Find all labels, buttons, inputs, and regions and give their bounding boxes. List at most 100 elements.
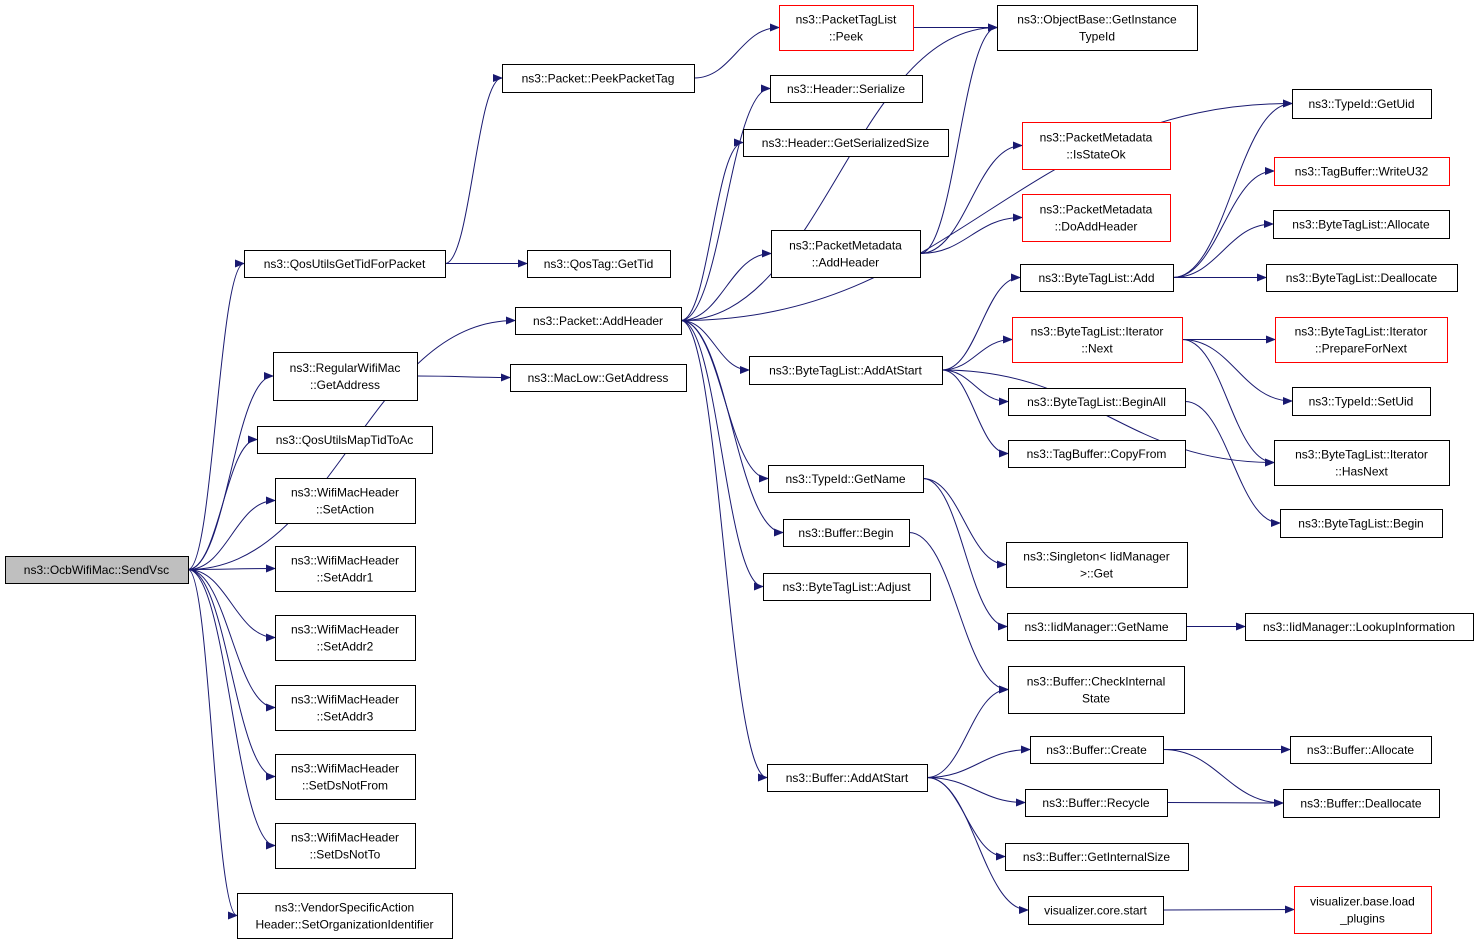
node-box: [237, 893, 453, 939]
node-bufferBegin[interactable]: ns3::Buffer::Begin: [783, 519, 910, 547]
node-label: ::DoAddHeader: [1055, 220, 1138, 234]
nodes-layer: ns3::OcbWifiMac::SendVsc ns3::QosUtilsGet…: [5, 5, 1474, 939]
node-bufRecycle[interactable]: ns3::Buffer::Recycle: [1025, 789, 1168, 817]
node-box: [1280, 509, 1443, 538]
node-label: ns3::ByteTagList::AddAtStart: [769, 364, 922, 378]
node-box: [1022, 194, 1171, 242]
node-setAddr2[interactable]: ns3::WifiMacHeader::SetAddr2: [275, 615, 416, 661]
node-label: ns3::PacketTagList: [796, 13, 897, 27]
node-regGetAddr[interactable]: ns3::RegularWifiMac::GetAddress: [273, 352, 418, 401]
node-bufCreate[interactable]: ns3::Buffer::Create: [1030, 736, 1164, 764]
node-box: [244, 250, 446, 278]
edge-root-to-setAction: [187, 496, 276, 570]
node-setDsNotTo[interactable]: ns3::WifiMacHeader::SetDsNotTo: [275, 823, 416, 869]
node-iidGetName[interactable]: ns3::IidManager::GetName: [1007, 613, 1187, 641]
node-btlIterHasNext[interactable]: ns3::ByteTagList::Iterator::HasNext: [1274, 440, 1450, 486]
node-box: [1294, 886, 1432, 934]
node-macLowGetAddr[interactable]: ns3::MacLow::GetAddress: [510, 364, 687, 392]
node-box: [1005, 843, 1189, 871]
edge-btlAdd-to-btlAllocate: [1172, 220, 1274, 278]
node-btlIterPrepare[interactable]: ns3::ByteTagList::Iterator::PrepareForNe…: [1275, 317, 1448, 363]
node-pmIsStateOk[interactable]: ns3::PacketMetadata::IsStateOk: [1022, 122, 1171, 170]
edge-pmAddHeader-to-objGetInstance: [919, 23, 998, 254]
edge-bufRecycle-to-bufDeallocate: [1166, 798, 1284, 807]
node-setAddr1[interactable]: ns3::WifiMacHeader::SetAddr1: [275, 546, 416, 592]
node-typeIdGetUid[interactable]: ns3::TypeId::GetUid: [1292, 89, 1432, 119]
node-label: ns3::TagBuffer::CopyFrom: [1027, 447, 1167, 461]
edge-btlIterNext-to-btlIterHasNext: [1181, 339, 1275, 467]
edge-pmAddHeader-to-pmIsStateOk: [919, 141, 1023, 254]
edge-typeIdGetName-to-iidGetName: [922, 478, 1008, 631]
node-qosTid[interactable]: ns3::QosUtilsGetTidForPacket: [244, 250, 446, 278]
node-box: [275, 478, 416, 524]
node-btlAdjust[interactable]: ns3::ByteTagList::Adjust: [763, 573, 931, 601]
node-label: ns3::VendorSpecificAction: [275, 901, 414, 915]
node-box: [1275, 317, 1448, 363]
node-btlAdd[interactable]: ns3::ByteTagList::Add: [1020, 264, 1174, 292]
node-pktTagListPeek[interactable]: ns3::PacketTagList::Peek: [779, 5, 914, 51]
node-singletonGet[interactable]: ns3::Singleton< IidManager>::Get: [1006, 542, 1188, 588]
node-box: [1274, 440, 1450, 486]
node-hdrGetSize[interactable]: ns3::Header::GetSerializedSize: [743, 129, 949, 157]
node-bufAddAtStart[interactable]: ns3::Buffer::AddAtStart: [767, 764, 928, 792]
node-box: [527, 250, 671, 278]
edge-btlAddAtStart-to-tagBufCopyFrom: [941, 369, 1009, 458]
node-visStart[interactable]: visualizer.core.start: [1028, 896, 1164, 925]
node-label: ns3::Singleton< IidManager: [1023, 550, 1169, 564]
node-label: ns3::Buffer::GetInternalSize: [1023, 850, 1171, 864]
edge-bufAddAtStart-to-bufCheckInternal: [926, 685, 1009, 778]
node-label: ns3::ObjectBase::GetInstance: [1017, 13, 1177, 27]
node-iidLookup[interactable]: ns3::IidManager::LookupInformation: [1245, 613, 1474, 641]
node-box: [1290, 736, 1432, 764]
node-tagBufWriteU32[interactable]: ns3::TagBuffer::WriteU32: [1274, 157, 1450, 186]
node-setAction[interactable]: ns3::WifiMacHeader::SetAction: [275, 478, 416, 524]
node-btlDeallocate[interactable]: ns3::ByteTagList::Deallocate: [1266, 264, 1458, 292]
node-addHeader[interactable]: ns3::Packet::AddHeader: [515, 307, 682, 335]
node-btlBegin[interactable]: ns3::ByteTagList::Begin: [1280, 509, 1443, 538]
node-label: ::Next: [1081, 342, 1113, 356]
node-pmDoAddHeader[interactable]: ns3::PacketMetadata::DoAddHeader: [1022, 194, 1171, 242]
node-hdrSerialize[interactable]: ns3::Header::Serialize: [770, 75, 923, 103]
node-label: visualizer.core.start: [1044, 904, 1147, 918]
edge-btlAdd-to-typeIdGetUid: [1172, 99, 1293, 278]
node-box: [1025, 789, 1168, 817]
node-qosTagGetTid[interactable]: ns3::QosTag::GetTid: [527, 250, 671, 278]
node-box: [1006, 542, 1188, 588]
node-label: ::GetAddress: [310, 378, 380, 392]
edge-typeIdGetName-to-singletonGet: [922, 478, 1007, 569]
node-tagBufCopyFrom[interactable]: ns3::TagBuffer::CopyFrom: [1008, 440, 1186, 468]
node-setAddr3[interactable]: ns3::WifiMacHeader::SetAddr3: [275, 685, 416, 731]
node-qosMap[interactable]: ns3::QosUtilsMapTidToAc: [257, 426, 433, 454]
node-peekPacketTag[interactable]: ns3::Packet::PeekPacketTag: [502, 64, 695, 93]
node-label: ns3::IidManager::GetName: [1024, 620, 1168, 634]
node-label: ns3::WifiMacHeader: [291, 554, 399, 568]
node-visLoadPlugins[interactable]: visualizer.base.load_plugins: [1294, 886, 1432, 934]
node-label: ns3::ByteTagList::Iterator: [1295, 448, 1428, 462]
node-bufGetInternalSize[interactable]: ns3::Buffer::GetInternalSize: [1005, 843, 1189, 871]
node-vendor[interactable]: ns3::VendorSpecificActionHeader::SetOrga…: [237, 893, 453, 939]
edge-addHeader-to-btlAdjust: [680, 320, 764, 591]
node-box: [1012, 317, 1183, 363]
node-btlAddAtStart[interactable]: ns3::ByteTagList::AddAtStart: [749, 356, 943, 385]
node-btlIterNext[interactable]: ns3::ByteTagList::Iterator::Next: [1012, 317, 1183, 363]
node-btlBeginAll[interactable]: ns3::ByteTagList::BeginAll: [1008, 388, 1186, 416]
node-setDsNotFrom[interactable]: ns3::WifiMacHeader::SetDsNotFrom: [275, 754, 416, 800]
node-label: ns3::TypeId::SetUid: [1309, 395, 1414, 409]
edge-root-to-qosMap: [187, 435, 258, 570]
node-label: ns3::IidManager::LookupInformation: [1263, 620, 1455, 634]
node-box: [1020, 264, 1174, 292]
edge-btlAddAtStart-to-btlBeginAll: [941, 369, 1009, 406]
node-btlAllocate[interactable]: ns3::ByteTagList::Allocate: [1273, 210, 1450, 239]
node-box: [1030, 736, 1164, 764]
node-label: ::SetAddr3: [317, 710, 374, 724]
node-bufDeallocate[interactable]: ns3::Buffer::Deallocate: [1283, 789, 1440, 818]
node-typeIdSetUid[interactable]: ns3::TypeId::SetUid: [1292, 387, 1431, 416]
node-label: ns3::MacLow::GetAddress: [528, 371, 669, 385]
edge-qosTid-to-peekPacketTag: [444, 74, 503, 264]
node-typeIdGetName[interactable]: ns3::TypeId::GetName: [768, 465, 924, 493]
node-pmAddHeader[interactable]: ns3::PacketMetadata::AddHeader: [771, 230, 921, 278]
node-root[interactable]: ns3::OcbWifiMac::SendVsc: [5, 556, 189, 584]
node-bufAllocate[interactable]: ns3::Buffer::Allocate: [1290, 736, 1432, 764]
